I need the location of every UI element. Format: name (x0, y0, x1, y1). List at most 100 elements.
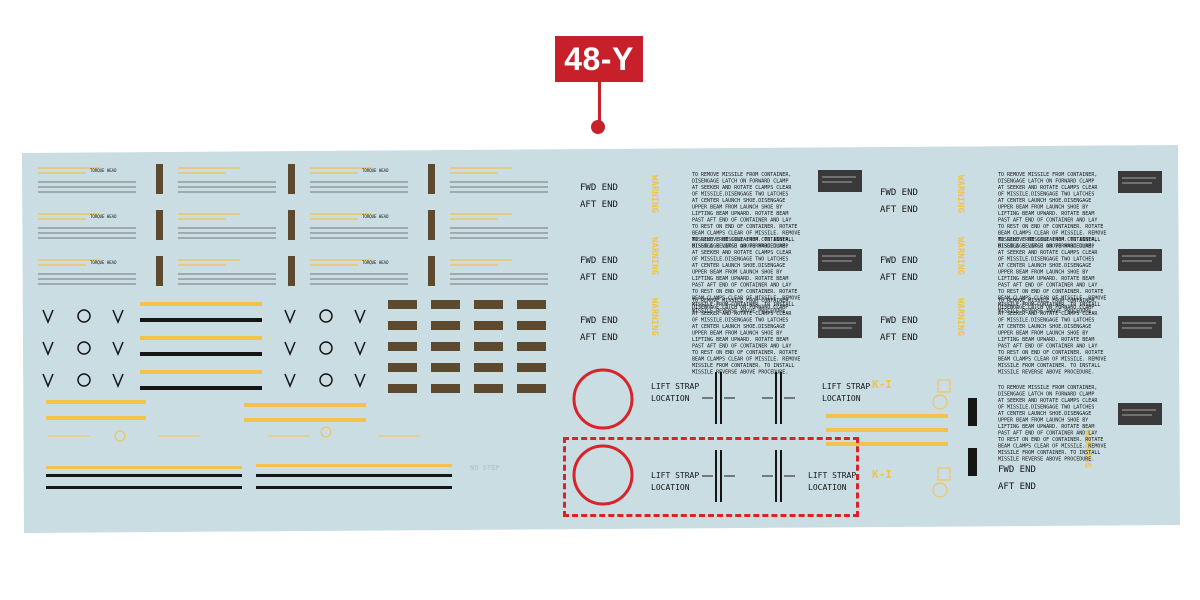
brown-block (431, 342, 460, 351)
instruction-text: DISENGAGE LATCH ON FORWARD CLAMP (998, 305, 1094, 311)
fwd-end-label: FWD END (580, 316, 618, 326)
instruction-text: DISENGAGE LATCH ON FORWARD CLAMP (692, 179, 788, 185)
instruction-text: UPPER BEAM FROM LAUNCH SHOE BY (692, 270, 782, 276)
stripe-bar (140, 370, 262, 374)
instruction-text: MISSILE FROM CONTAINER. TO INSTALL (692, 363, 794, 369)
v-symbol (42, 341, 54, 356)
warning-stencil: WARNING (1082, 430, 1092, 468)
callout-leader-dot (591, 120, 605, 134)
dark-placard (818, 316, 862, 338)
instruction-text: AT CENTER LAUNCH SHOE.DISENGAGE (692, 263, 785, 269)
brown-tab (288, 210, 295, 240)
bottom-stripe (46, 474, 242, 477)
instruction-text: MISSILE REVERSE ABOVE PROCEDURE. (692, 370, 788, 376)
fwd-end-label: FWD END (580, 183, 618, 193)
brown-tab (156, 210, 163, 240)
yellow-stripe (826, 414, 948, 418)
brown-block (431, 321, 460, 330)
instruction-text: DISENGAGE LATCH ON FORWARD CLAMP (692, 244, 788, 250)
bottom-stripe (46, 486, 242, 489)
instruction-text: BEAM CLAMPS CLEAR OF MISSILE. REMOVE (692, 296, 800, 302)
v-symbol (354, 373, 366, 388)
instruction-text: TO REMOVE MISSILE FROM CONTAINER, (998, 237, 1097, 243)
aft-end-label: AFT END (998, 482, 1036, 492)
instruction-text: OF MISSILE.DISENGAGE TWO LATCHES (998, 405, 1094, 411)
instruction-text: AT CENTER LAUNCH SHOE.DISENGAGE (692, 198, 785, 204)
brown-block (517, 384, 546, 393)
instruction-text: PAST AFT END OF CONTAINER AND LAY (692, 344, 791, 350)
brown-block (388, 363, 417, 372)
o-symbol (77, 373, 91, 387)
instruction-text: OF MISSILE.DISENGAGE TWO LATCHES (692, 192, 788, 198)
torque-head-label: TORQUE HEAD (362, 168, 389, 173)
warning-stencil: WARNING (955, 298, 965, 336)
instruction-text: TO REST ON END OF CONTAINER. ROTATE (692, 289, 797, 295)
torque-head-label: TORQUE HEAD (90, 214, 117, 219)
warning-stencil: WARNING (649, 237, 659, 275)
stripe-bar (140, 386, 262, 390)
v-symbol (284, 341, 296, 356)
yellow-stripe (244, 418, 366, 422)
yellow-stripe (244, 403, 366, 407)
dark-placard (1118, 171, 1162, 193)
warning-stencil: WARNING (955, 237, 965, 275)
instruction-text: AT CENTER LAUNCH SHOE.DISENGAGE (998, 198, 1091, 204)
instruction-text: AT SEEKER AND ROTATE CLAMPS CLEAR (998, 185, 1098, 191)
aft-end-label: AFT END (880, 205, 918, 215)
dark-placard (818, 170, 862, 192)
instruction-text: DISENGAGE LATCH ON FORWARD CLAMP (998, 392, 1094, 398)
small-black-tab (968, 448, 977, 476)
o-symbol (77, 341, 91, 355)
yellow-ring (932, 482, 948, 498)
fwd-end-label: FWD END (998, 465, 1036, 475)
torque-head-label: TORQUE HEAD (90, 260, 117, 265)
instruction-text: BEAM CLAMPS CLEAR OF MISSILE. REMOVE (692, 231, 800, 237)
instruction-text: BEAM CLAMPS CLEAR OF MISSILE. REMOVE (998, 296, 1106, 302)
instruction-text: OF MISSILE.DISENGAGE TWO LATCHES (692, 257, 788, 263)
torque-head-label: TORQUE HEAD (90, 168, 117, 173)
warning-stencil: WARNING (649, 298, 659, 336)
instruction-text: UPPER BEAM FROM LAUNCH SHOE BY (692, 331, 782, 337)
instruction-text: MISSILE FROM CONTAINER. TO INSTALL (998, 450, 1100, 456)
fwd-end-label: FWD END (880, 316, 918, 326)
fwd-end-label: FWD END (580, 256, 618, 266)
brown-block (474, 300, 503, 309)
v-symbol (112, 341, 124, 356)
instruction-text: UPPER BEAM FROM LAUNCH SHOE BY (998, 418, 1088, 424)
instruction-text: LIFTING BEAM UPWARD. ROTATE BEAM (998, 337, 1094, 343)
instruction-text: TO REMOVE MISSILE FROM CONTAINER, (692, 172, 791, 178)
stripe-bar (140, 336, 262, 340)
yellow-stripe (826, 428, 948, 432)
instruction-text: MISSILE REVERSE ABOVE PROCEDURE. (998, 244, 1094, 250)
instruction-text: LIFTING BEAM UPWARD. ROTATE BEAM (692, 211, 788, 217)
instruction-text: AT CENTER LAUNCH SHOE.DISENGAGE (998, 324, 1091, 330)
instruction-text: MISSILE REVERSE ABOVE PROCEDURE. (692, 244, 788, 250)
instruction-text: PAST AFT END OF CONTAINER AND LAY (998, 344, 1097, 350)
yellow-ring (932, 394, 948, 410)
instruction-text: OF MISSILE.DISENGAGE TWO LATCHES (998, 318, 1094, 324)
instruction-text: UPPER BEAM FROM LAUNCH SHOE BY (998, 205, 1088, 211)
torque-head-label: TORQUE HEAD (362, 214, 389, 219)
brown-tab (428, 210, 435, 240)
red-ring (572, 444, 634, 506)
lift-strap-label: LIFT STRAP (651, 471, 699, 480)
dark-placard (1118, 316, 1162, 338)
stripe-bar (140, 302, 262, 306)
instruction-text: TO REST ON END OF CONTAINER. ROTATE (998, 350, 1103, 356)
instruction-text: TO REST ON END OF CONTAINER. ROTATE (998, 224, 1103, 230)
warning-stencil: WARNING (649, 175, 659, 213)
warning-stencil: WARNING (955, 175, 965, 213)
lift-strap-label: LIFT STRAP (822, 382, 870, 391)
instruction-text: TO REMOVE MISSILE FROM CONTAINER, (998, 298, 1097, 304)
instruction-text: LIFTING BEAM UPWARD. ROTATE BEAM (998, 424, 1094, 430)
brown-tab (428, 164, 435, 194)
lift-strap-location-label: LOCATION (651, 483, 690, 492)
instruction-text: PAST AFT END OF CONTAINER AND LAY (998, 218, 1097, 224)
instruction-text: UPPER BEAM FROM LAUNCH SHOE BY (692, 205, 782, 211)
small-black-tab (968, 398, 977, 426)
brown-block (431, 300, 460, 309)
yellow-box (937, 379, 951, 393)
instruction-text: MISSILE REVERSE ABOVE PROCEDURE. (998, 370, 1094, 376)
brown-block (431, 363, 460, 372)
